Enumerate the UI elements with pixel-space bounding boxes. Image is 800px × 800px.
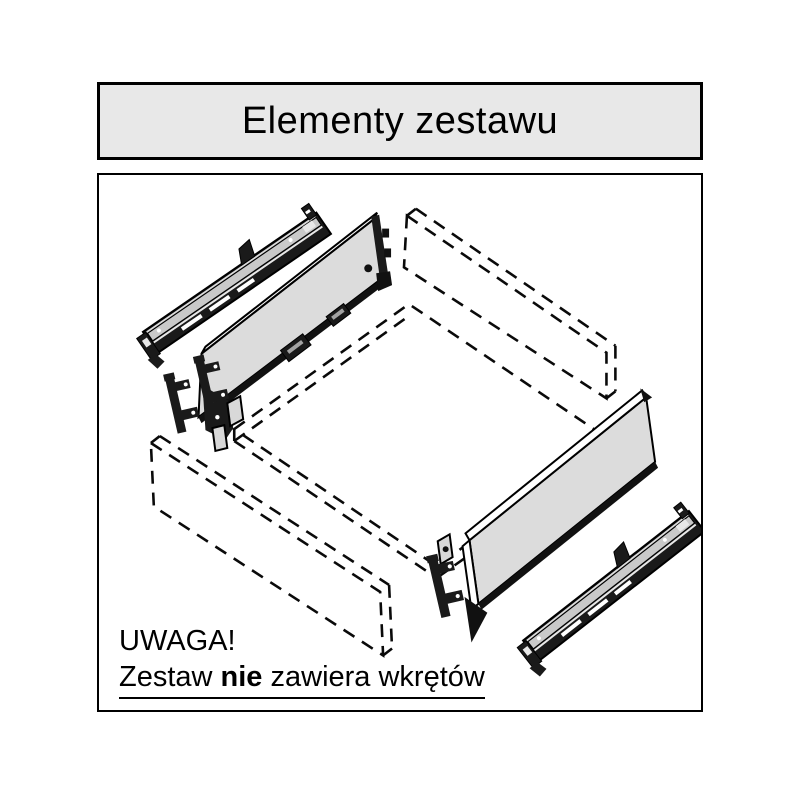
page-title: Elementy zestawu bbox=[241, 99, 559, 142]
warning-text-prefix: Zestaw bbox=[119, 661, 221, 694]
warning-text-bold: nie bbox=[220, 661, 263, 694]
mounting-plate-right bbox=[436, 532, 454, 566]
diagram-frame: UWAGA! Zestaw nie zawiera wkrętów bbox=[97, 173, 703, 712]
mounting-plate-left bbox=[226, 394, 245, 428]
warning-text: Zestaw nie zawiera wkrętów bbox=[119, 661, 485, 699]
warning-block: UWAGA! Zestaw nie zawiera wkrętów bbox=[119, 625, 485, 699]
front-bracket-left-outer bbox=[163, 369, 202, 434]
back-panel-outline bbox=[402, 207, 617, 401]
warning-heading: UWAGA! bbox=[119, 625, 236, 657]
front-panel-outline bbox=[149, 434, 394, 658]
drawer-side-panel-right bbox=[461, 388, 659, 643]
title-box: Elementy zestawu bbox=[97, 82, 703, 160]
drawer-side-panel-left bbox=[197, 211, 393, 453]
warning-text-suffix: zawiera wkrętów bbox=[262, 661, 485, 694]
exploded-drawer-diagram bbox=[123, 198, 701, 680]
